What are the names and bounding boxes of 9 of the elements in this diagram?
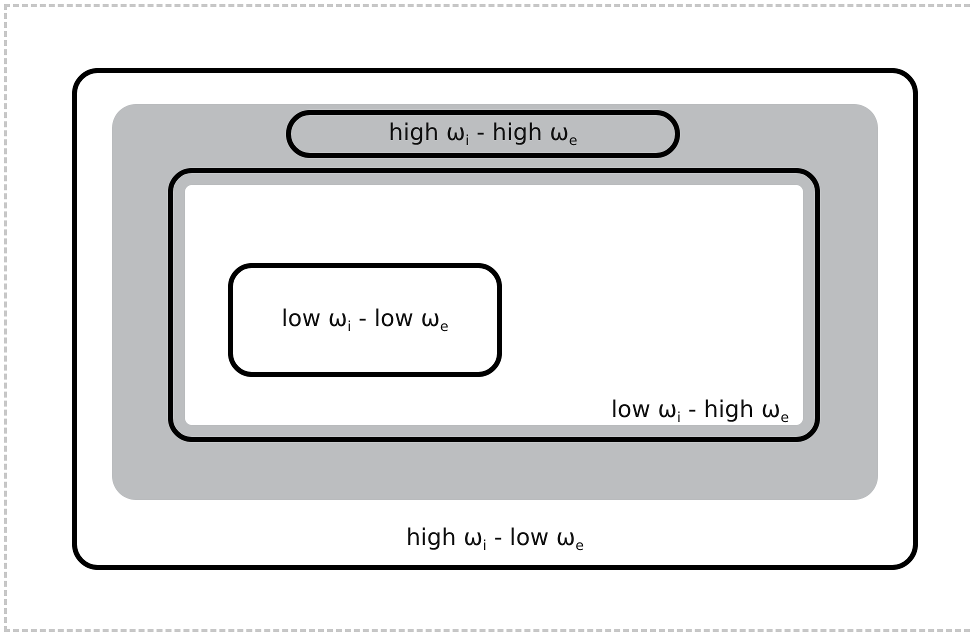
region-box xyxy=(228,263,502,377)
region-box xyxy=(286,110,680,158)
region-label: high ω$_{i}$ - high ω$_{e}$ xyxy=(388,120,578,148)
region-label: high ω$_{i}$ - low ω$_{e}$ xyxy=(405,525,585,553)
region-box xyxy=(72,68,918,570)
region-label: low ω$_{i}$ - high ω$_{e}$ xyxy=(611,397,789,425)
shaded-band xyxy=(112,104,878,500)
region-label: low ω$_{i}$ - low ω$_{e}$ xyxy=(280,306,450,334)
region-box xyxy=(168,168,820,442)
